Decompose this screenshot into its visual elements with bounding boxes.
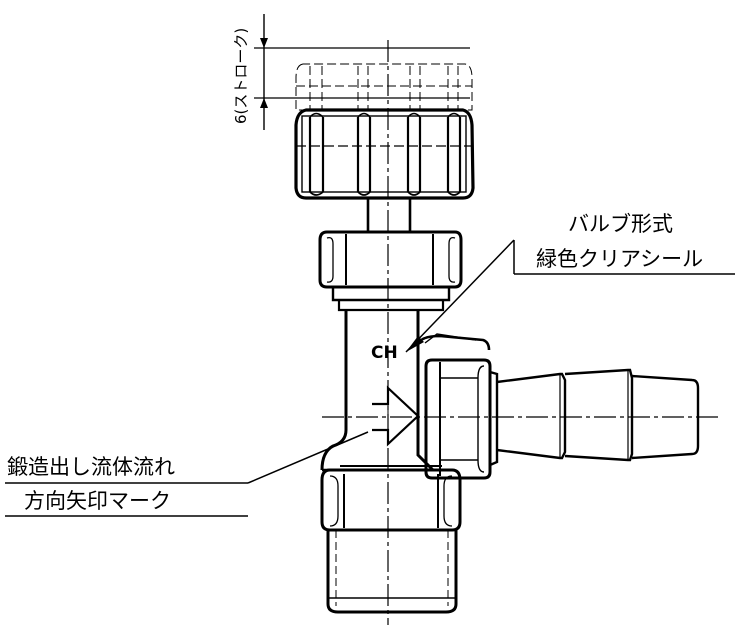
stroke-dimension: [254, 14, 470, 130]
side-outlet-nut: [416, 345, 499, 480]
valve-body: [320, 310, 491, 472]
ch-mark: CH: [371, 343, 398, 363]
leader-forged-mark: [5, 431, 369, 517]
handle-stroke-ghost: [295, 63, 473, 111]
forged-mark-label-line1: 鍛造出し流体流れ: [7, 455, 175, 479]
valve-type-label: バルブ形式: [568, 212, 673, 236]
handle-knob: [294, 108, 475, 200]
leader-valve-type: [405, 239, 735, 353]
centerlines: [322, 40, 720, 625]
forged-mark-label-line2: 方向矢印マーク: [24, 489, 171, 513]
bonnet-nut: [318, 230, 463, 312]
valve-stem: [366, 198, 412, 232]
hose-barb: [496, 368, 700, 462]
seal-label: 緑色クリアシール: [536, 247, 703, 271]
bottom-nut: [320, 468, 462, 532]
bottom-thread: [326, 530, 458, 614]
stroke-dimension-label: 6(ストローク): [232, 28, 250, 124]
flow-arrow-mark: [372, 385, 420, 447]
